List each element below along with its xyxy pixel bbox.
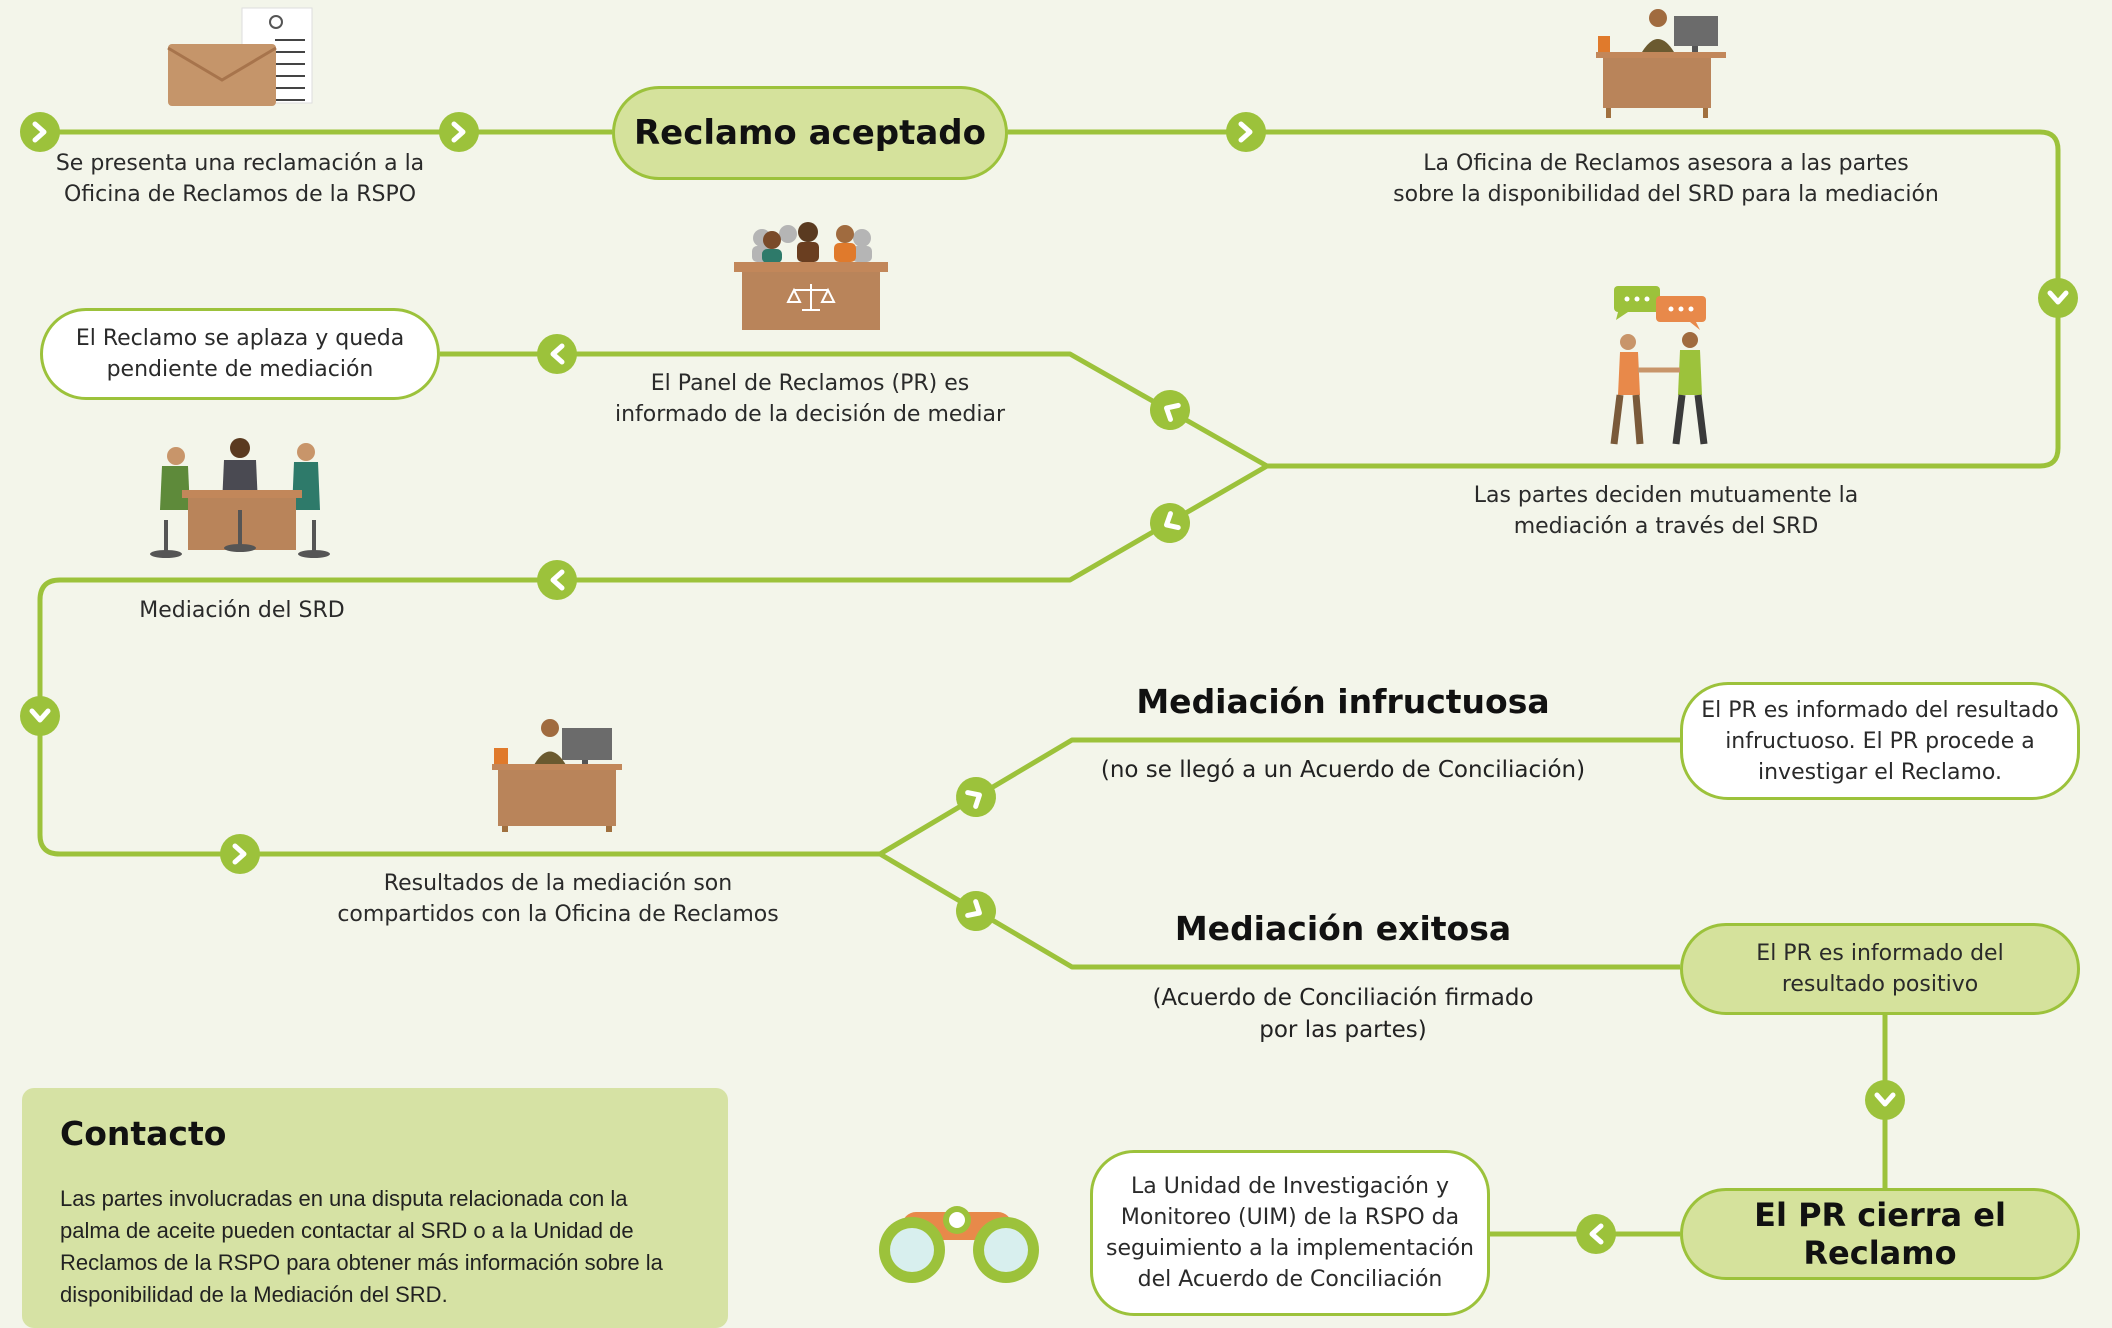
success-mediation-heading: Mediación exitosa [1174, 909, 1512, 948]
contact-panel: Contacto Las partes involucradas en una … [22, 1088, 728, 1328]
arrow-left-icon [1576, 1214, 1616, 1254]
claim-postponed-box: El Reclamo se aplaza y queda pendiente d… [40, 308, 440, 400]
contact-heading: Contacto [60, 1114, 227, 1153]
people-talking-icon [1610, 286, 1708, 445]
step-submit-label: Se presenta una reclamación a la Oficina… [55, 151, 425, 207]
arrow-upleft-icon [1143, 383, 1197, 437]
success-result-box: El PR es informado del resultado positiv… [1680, 923, 2080, 1015]
step-parties-decide-label: Las partes deciden mutuamente la mediaci… [1473, 483, 1859, 539]
step-results-shared-label: Resultados de la mediación son compartid… [337, 871, 779, 927]
arrow-left-icon [537, 560, 577, 600]
arrow-right-icon [1226, 112, 1266, 152]
arrow-right-icon [439, 112, 479, 152]
monitoring-box: La Unidad de Investigación y Monitoreo (… [1090, 1150, 1490, 1316]
mediation-table-icon [150, 438, 330, 558]
claim-accepted-pill: Reclamo aceptado [612, 86, 1008, 180]
office-worker-icon-2 [492, 719, 622, 832]
arrow-downright-icon [949, 884, 1004, 939]
arrow-upright-icon [949, 770, 1004, 825]
step-mediation-label: Mediación del SRD [139, 598, 345, 623]
connector-lines [37, 129, 2061, 1237]
panel-court-icon [734, 222, 888, 330]
arrow-down-icon [2038, 278, 2078, 318]
office-worker-icon [1596, 9, 1726, 118]
arrow-downleft-icon [1143, 496, 1197, 550]
envelope-document-icon [167, 7, 313, 106]
step-office-advises-label: La Oficina de Reclamos asesora a las par… [1393, 151, 1939, 207]
failed-mediation-heading: Mediación infructuosa [1136, 682, 1550, 721]
success-mediation-subtitle: (Acuerdo de Conciliación firmado por las… [1152, 985, 1534, 1043]
claim-closed-pill: El PR cierra el Reclamo [1680, 1188, 2080, 1280]
step-panel-informed-label: El Panel de Reclamos (PR) es informado d… [614, 371, 1006, 427]
failed-result-box: El PR es informado del resultado infruct… [1680, 682, 2080, 800]
arrow-right-icon [220, 834, 260, 874]
failed-mediation-subtitle: (no se llegó a un Acuerdo de Conciliació… [1100, 757, 1586, 783]
arrow-down-icon [1865, 1080, 1905, 1120]
contact-body: Las partes involucradas en una disputa r… [60, 1186, 663, 1307]
arrow-right-icon [20, 112, 60, 152]
binoculars-icon [879, 1206, 1039, 1283]
arrow-down-icon [20, 696, 60, 736]
